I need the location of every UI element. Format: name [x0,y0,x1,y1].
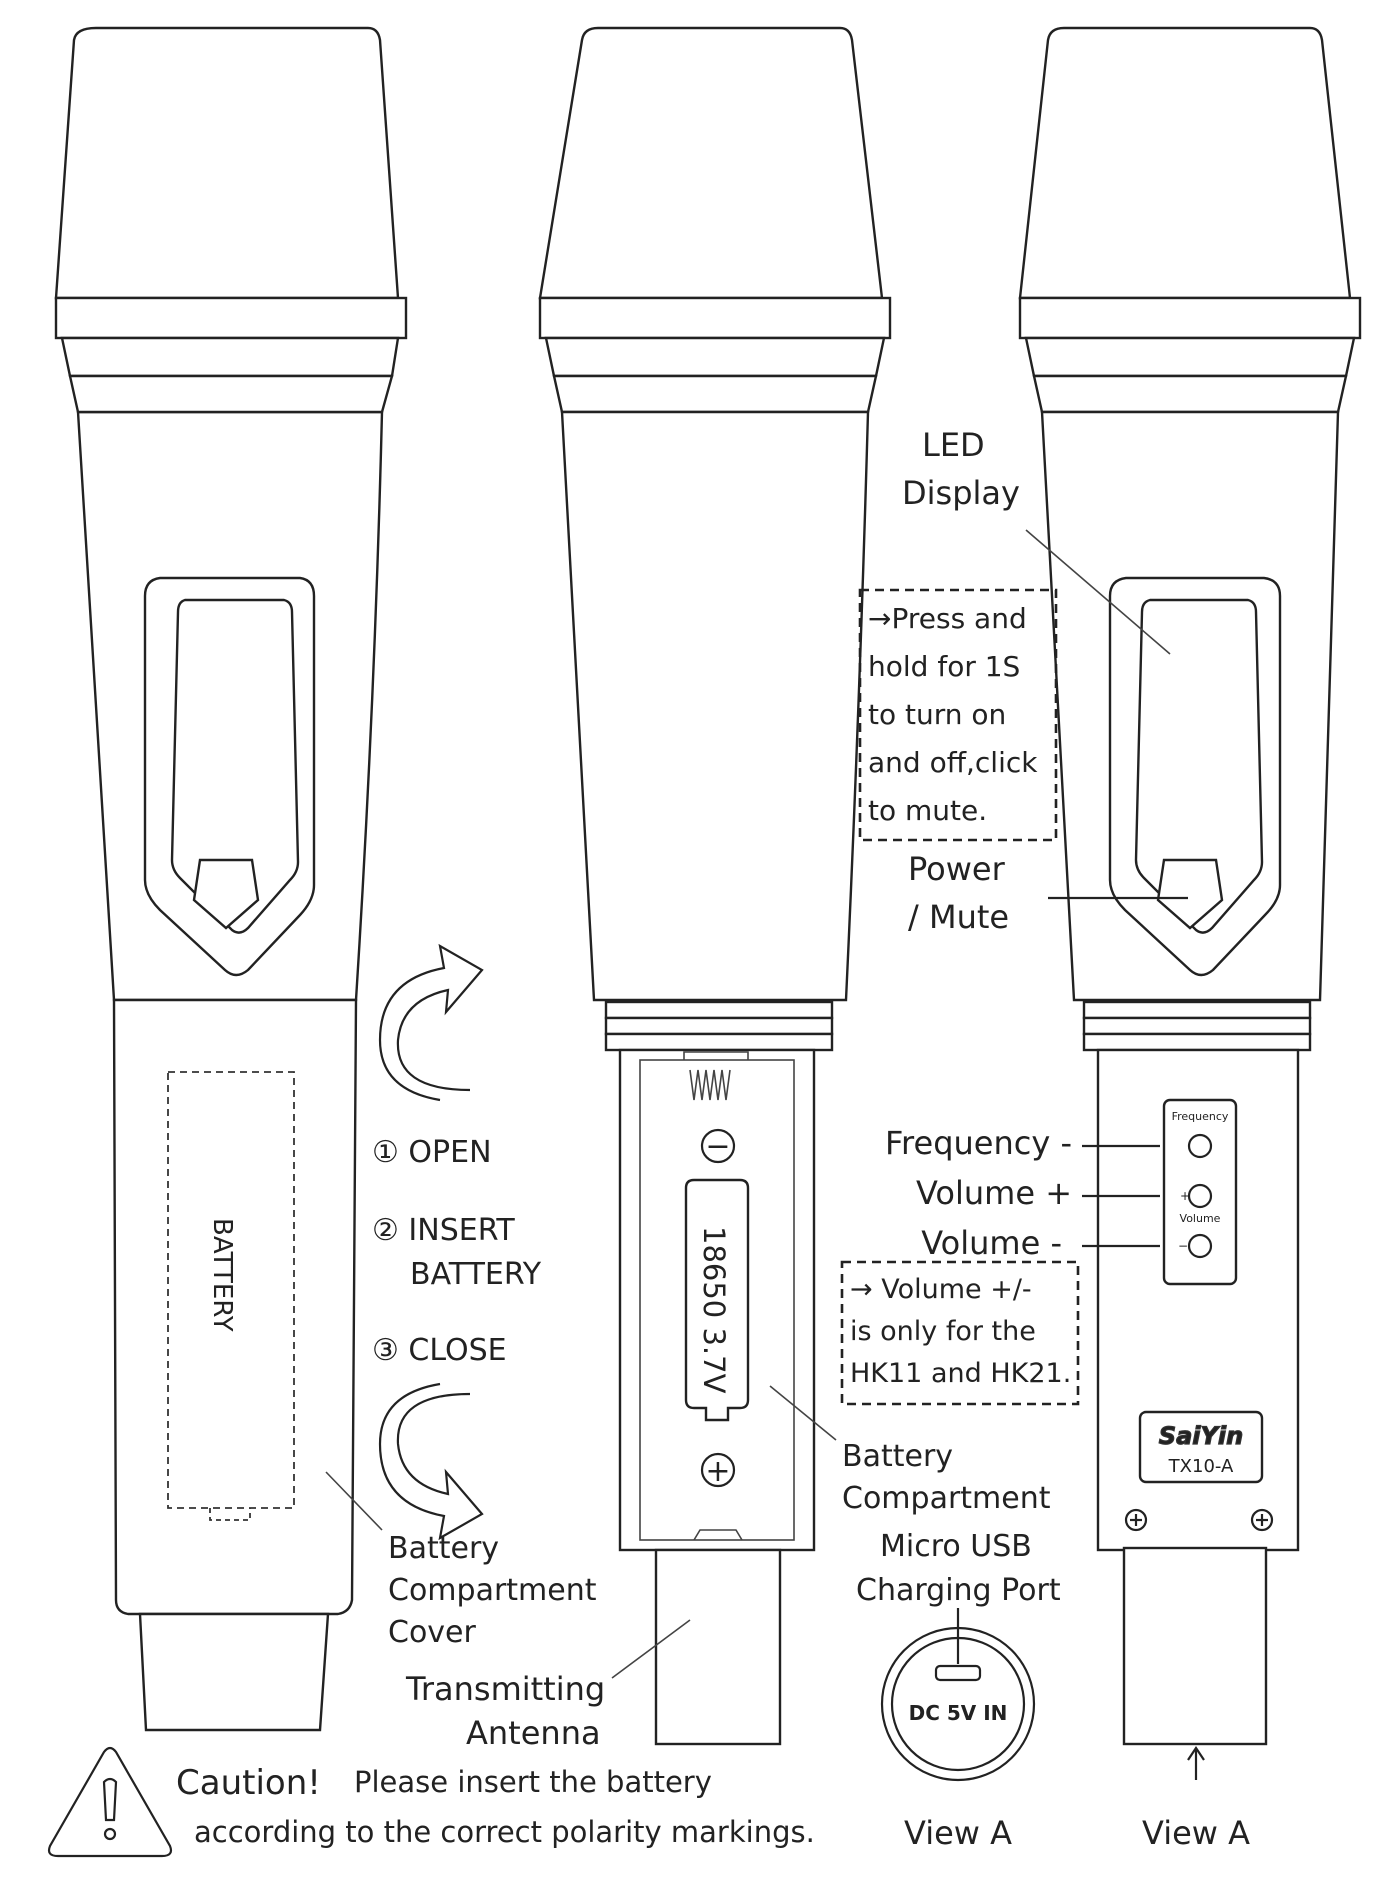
right-mic-power-button [1156,858,1224,930]
caution-line2: according to the correct polarity markin… [194,1815,815,1849]
center-microphone: − 18650 3.7V + Battery Compartment Trans… [405,26,1051,1752]
steps: ① OPEN ② INSERT BATTERY ③ CLOSE [372,943,542,1541]
brand-logo: SaiYin [1159,1422,1243,1450]
left-mic-battery-cover-outline [167,1071,295,1509]
micro-usb-port-icon [934,1664,982,1682]
left-mic-ring-top [54,296,408,340]
left-mic-power-button [192,858,260,930]
volume-plus-button[interactable] [1187,1183,1213,1209]
battery-cell [684,1178,750,1422]
minus-terminal-icon [700,1128,736,1164]
screw-right-icon [1250,1508,1274,1532]
minus-symbol: − [705,1129,730,1164]
right-view-a-label: View A [1142,1814,1250,1852]
power-note-box [858,588,1058,842]
battery-compartment-label: Battery Compartment [842,1439,1051,1516]
left-mic-grille [54,26,400,300]
volume-note-box [840,1260,1080,1406]
left-mic-display-window [170,598,300,934]
right-mic-display-window [1134,598,1264,934]
led-display-label: LED Display [902,426,1020,512]
center-mic-grille [538,26,884,300]
brand-badge [1138,1410,1264,1484]
panel-minus: − [1178,1239,1188,1253]
frequency-label: Frequency - [885,1124,1072,1162]
center-mic-ring-top [538,296,892,340]
center-mic-antenna [654,1548,782,1746]
center-mic-collar [552,374,878,414]
micro-usb-label: Micro USB Charging Port [856,1529,1061,1608]
panel-plus: + [1180,1189,1190,1203]
model-text: TX10-A [1168,1456,1234,1477]
step-close: ③ CLOSE [372,1333,507,1368]
warning-exclamation [102,1777,118,1822]
left-mic-battery-body [112,998,358,1616]
volume-plus-label: Volume + [916,1174,1072,1212]
center-mic-threads [604,1000,834,1052]
panel-frequency-text: Frequency [1172,1110,1229,1123]
caution: Caution! Please insert the battery accor… [47,1746,815,1858]
power-mute-label: Power / Mute [908,850,1015,936]
power-note: →Press and hold for 1S to turn on and of… [868,602,1046,827]
panel-volume-text: Volume [1180,1212,1221,1225]
left-mic-ring-mid [60,336,400,378]
right-mic-ring-top [1018,296,1362,340]
control-panel [1162,1098,1238,1286]
plus-terminal-icon [700,1452,736,1488]
plus-symbol: + [705,1454,730,1489]
right-mic-grille [1018,26,1352,300]
volume-minus-button[interactable] [1187,1233,1213,1259]
frequency-button[interactable] [1187,1133,1213,1159]
screw-left-icon [1124,1508,1148,1532]
battery-cover-text: BATTERY [207,1218,237,1332]
spring-icon [689,1069,731,1101]
volume-minus-label: Volume - [921,1224,1062,1262]
right-mic-annotations: LED Display →Press and hold for 1S to tu… [840,426,1188,1406]
usb-port-text: DC 5V IN [909,1701,1008,1725]
left-mic-tail [138,1612,330,1732]
battery-cover-label: Battery Compartment Cover [388,1531,606,1650]
warning-triangle-icon [47,1746,173,1858]
open-arrow-icon [378,943,484,1102]
right-mic-collar [1032,374,1348,414]
center-mic-compartment-inner [639,1059,795,1541]
left-mic-collar [68,374,394,414]
right-mic-threads [1082,1000,1312,1052]
usb-view: Micro USB Charging Port DC 5V IN View A [856,1529,1061,1852]
left-microphone: BATTERY Battery Compartment Cover [54,26,606,1732]
caution-title: Caution! [176,1763,321,1803]
caution-line1: Please insert the battery [354,1765,712,1799]
step-insert-line1: ② INSERT [372,1213,515,1248]
transmitting-antenna-label: Transmitting Antenna [405,1670,615,1752]
right-mic-ring-mid [1024,336,1356,378]
step-open: ① OPEN [372,1135,492,1170]
right-microphone: Frequency + Volume − Frequency - Volume … [885,26,1362,1852]
center-mic-handle [560,410,870,1002]
center-mic-ring-mid [544,336,886,378]
step-insert-line2: BATTERY [410,1257,542,1292]
battery-marking: 18650 3.7V [697,1226,731,1394]
volume-note: → Volume +/- is only for the HK11 and HK… [850,1274,1071,1389]
right-mic-antenna [1122,1546,1268,1746]
close-arrow-icon [378,1382,484,1541]
usb-view-a-label: View A [904,1814,1012,1852]
